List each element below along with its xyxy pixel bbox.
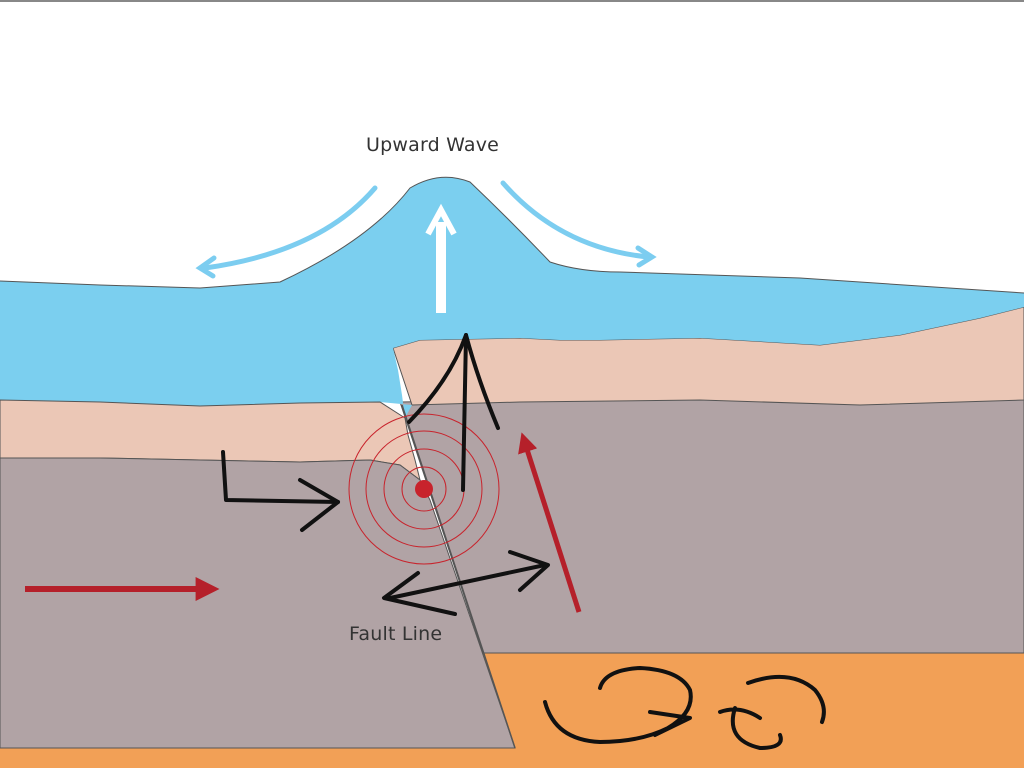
ocean-surface-line xyxy=(0,176,1024,294)
hand-drawn-annotations xyxy=(221,333,826,750)
left-plate-crust xyxy=(0,457,516,749)
convection-swirl-right xyxy=(746,674,826,724)
fault-slip-arrow xyxy=(388,563,547,600)
right-plate-crust xyxy=(399,397,1024,654)
fault-line-label: Fault Line xyxy=(349,623,443,645)
curved-arrow-icon xyxy=(195,180,657,279)
right-plate-motion-arrow xyxy=(518,432,582,613)
upward-wave-label: Upward Wave xyxy=(366,134,500,156)
white-up-arrow-icon xyxy=(425,203,457,313)
fault-line xyxy=(401,404,516,749)
uplift-arrow xyxy=(461,333,468,492)
epicenter-dot xyxy=(415,480,433,498)
pointer-arrow xyxy=(221,450,340,504)
ocean-water xyxy=(0,177,1024,418)
